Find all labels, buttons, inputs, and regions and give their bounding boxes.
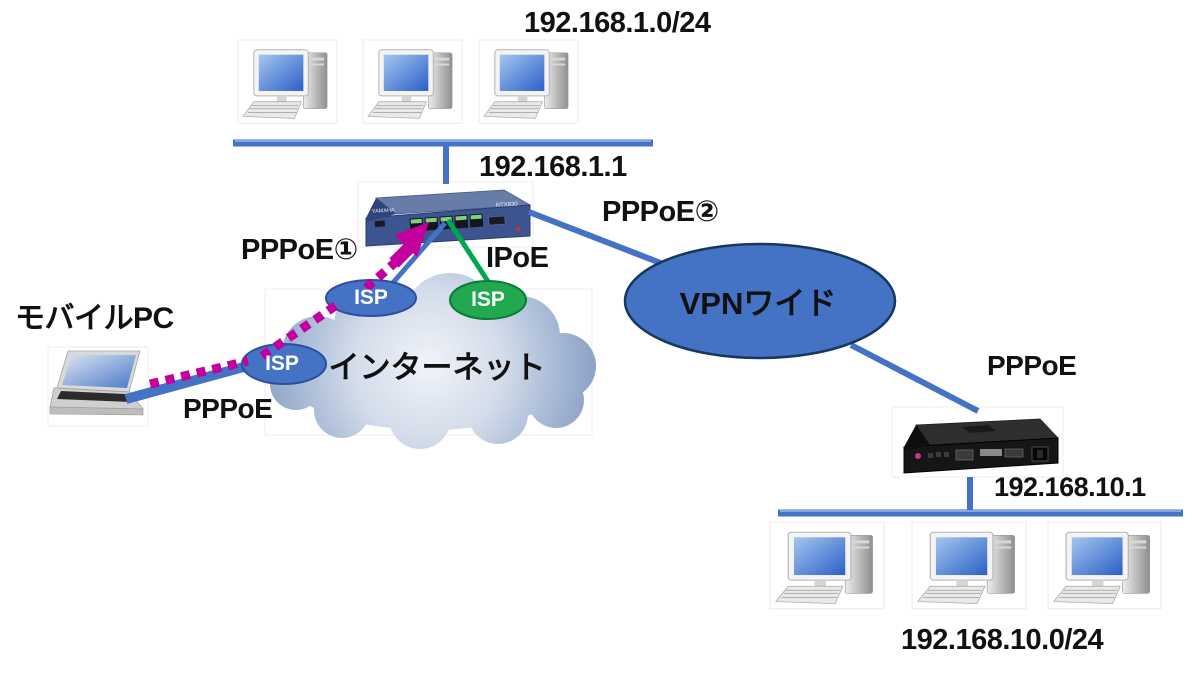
desktop-pc-icon [478, 39, 579, 124]
isp-oval-pppoe [325, 279, 417, 317]
desktop-pc-icon [769, 521, 885, 610]
internet-label: インターネット [328, 349, 546, 385]
vpn-to-branch-router-line [849, 342, 980, 414]
mobile-pc-label: モバイルPC [15, 302, 174, 335]
lan2-gateway-label: 192.168.10.1 [994, 472, 1146, 502]
blue-router-icon [357, 181, 534, 248]
pppoe-branch-label: PPPoE [987, 350, 1077, 381]
desktop-pc-icon [362, 39, 463, 124]
pppoe-tunnel-arrowhead [394, 222, 429, 257]
desktop-pc-icon [911, 521, 1027, 610]
isp-mobile-label: ISP [265, 352, 299, 375]
pppoe-tunnel-dashes [148, 241, 416, 389]
desktop-pc-icon [237, 39, 338, 124]
black-router-icon [891, 406, 1064, 478]
vpn-wide-oval [623, 242, 897, 360]
laptop-icon [47, 346, 149, 427]
isp-oval-ipoe [449, 280, 527, 320]
lan2-subnet-label: 192.168.10.0/24 [901, 624, 1104, 656]
pppoe1-label: PPPoE① [241, 234, 358, 266]
isp-pppoe-label: ISP [354, 286, 388, 309]
pppoe-mobile-label: PPPoE [183, 393, 273, 424]
lan1-subnet-label: 192.168.1.0/24 [524, 7, 711, 39]
ipoe-line [445, 218, 492, 285]
pppoe2-label: PPPoE② [602, 196, 719, 228]
isp-ipoe-label: ISP [471, 288, 505, 311]
laptop-to-isp-line [124, 357, 264, 404]
lan1-gateway-label: 192.168.1.1 [479, 151, 627, 183]
network-links [124, 139, 1183, 517]
router-to-vpn-line [527, 209, 678, 272]
ipoe-label: IPoE [486, 242, 549, 274]
desktop-pc-icon [1047, 521, 1162, 610]
vpn-wide-label: VPNワイド [679, 285, 837, 321]
isp-to-router-line [382, 221, 447, 295]
